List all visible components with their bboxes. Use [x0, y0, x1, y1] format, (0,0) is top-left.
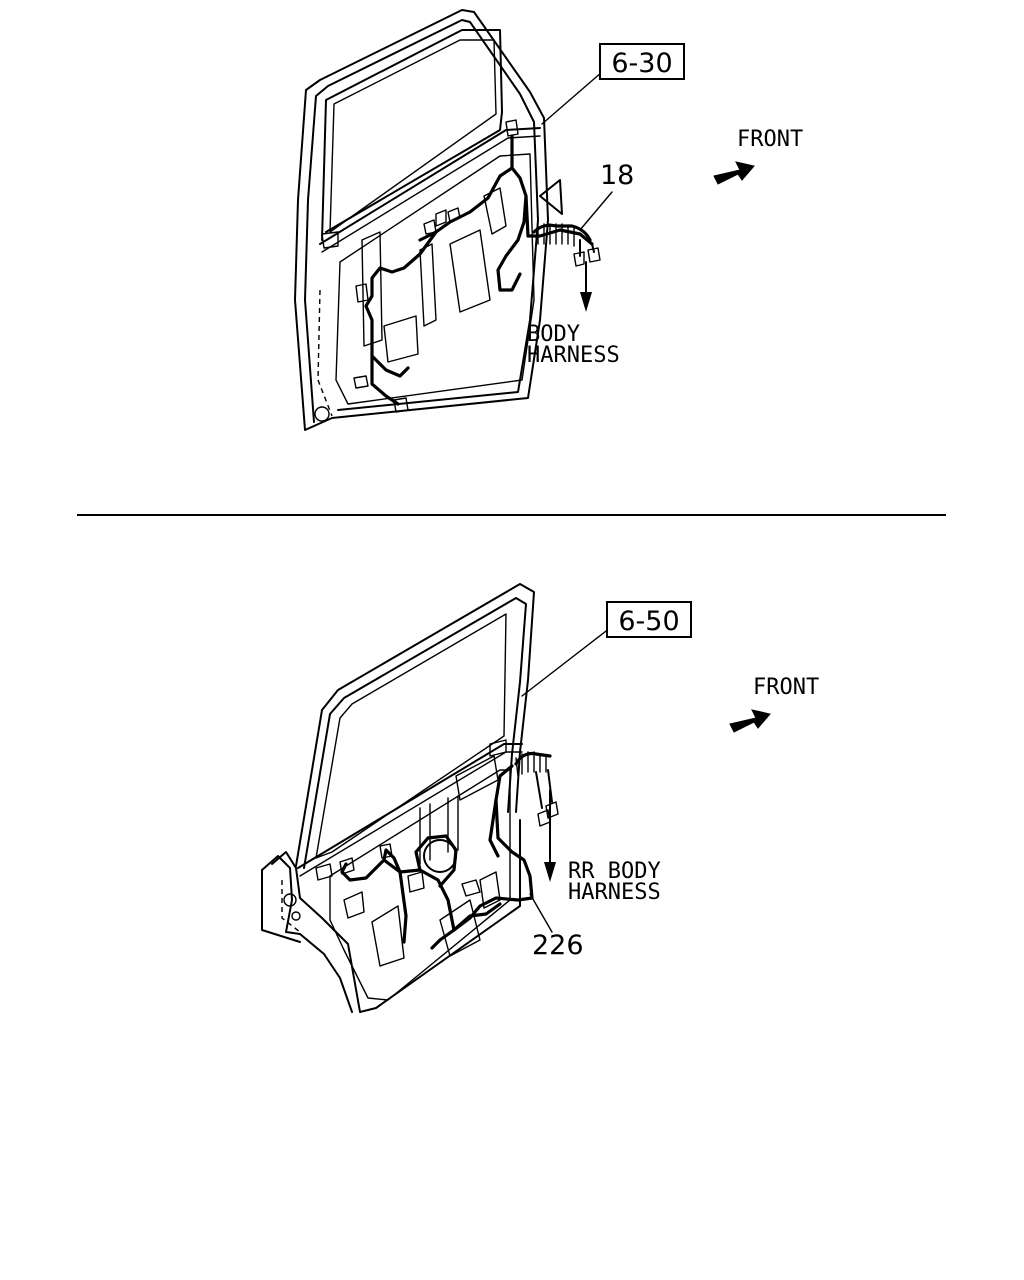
front-label-top: FRONT: [737, 127, 803, 152]
ref-box-top-label: 6-30: [611, 48, 672, 79]
harness-label-bottom-line2: HARNESS: [568, 880, 661, 905]
front-arrow-icon-bottom: [729, 709, 771, 733]
ref-leader-line-bottom: [521, 627, 611, 697]
ref-leader-line-top: [541, 71, 603, 125]
harness-label-top-line1: BODY: [527, 322, 580, 347]
ref-box-bottom-frame: [606, 601, 692, 638]
ref-box-top[interactable]: 6-30: [599, 43, 685, 80]
part-number-bottom[interactable]: 226: [532, 930, 584, 961]
part-leader-line-top: [579, 191, 613, 231]
harness-arrow-down-icon-top: [580, 292, 592, 312]
ref-box-bottom-label: 6-50: [618, 606, 679, 637]
front-arrow-icon-top: [713, 161, 755, 185]
front-door-drawing: [294, 9, 601, 431]
part-number-top[interactable]: 18: [600, 160, 634, 191]
part-leader-line-bottom: [529, 893, 553, 933]
front-label-bottom: FRONT: [753, 675, 819, 700]
rear-door-drawing: [261, 583, 559, 1013]
harness-label-bottom-line1: RR BODY: [568, 859, 661, 884]
harness-label-top-line2: HARNESS: [527, 343, 620, 368]
ref-box-top-frame: [599, 43, 685, 80]
ref-box-bottom[interactable]: 6-50: [606, 601, 692, 638]
harness-arrow-down-icon-bottom: [544, 862, 556, 882]
